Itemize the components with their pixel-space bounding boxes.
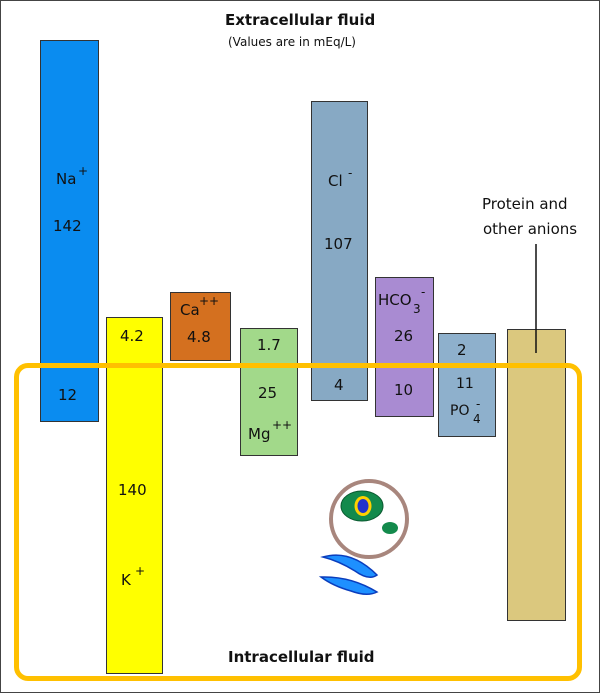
po4-icf-value: 11 xyxy=(456,376,474,392)
ca-bar xyxy=(170,292,231,361)
na-icf-value: 12 xyxy=(58,386,78,404)
k-ecf-value: 4.2 xyxy=(120,327,144,345)
mg-symbol: Mg xyxy=(248,425,271,443)
icf-title: Intracellular fluid xyxy=(228,648,375,666)
cl-ecf-value: 107 xyxy=(324,235,353,253)
cl-icf-value: 4 xyxy=(334,376,344,394)
hco3-subscript: 3 xyxy=(413,302,421,316)
nucleolus-icon xyxy=(357,499,369,513)
po4-charge: - xyxy=(476,397,481,411)
na-bar xyxy=(40,40,99,422)
po4-symbol: PO xyxy=(450,403,470,419)
ecf-title: Extracellular fluid xyxy=(225,11,376,29)
er-membrane-upper-icon xyxy=(320,554,379,578)
protein-bar xyxy=(507,329,566,621)
protein-label-line1: Protein and xyxy=(482,195,568,213)
mg-bar xyxy=(240,328,298,456)
hco3-symbol: HCO xyxy=(378,291,412,309)
k-bar xyxy=(106,317,163,674)
hco3-bar xyxy=(375,277,434,417)
cl-symbol: Cl xyxy=(328,172,343,190)
po4-bar xyxy=(438,333,496,437)
cl-bar xyxy=(311,101,368,401)
mg-icf-value: 25 xyxy=(258,384,278,402)
cl-charge: - xyxy=(348,166,353,180)
k-symbol: K xyxy=(121,571,131,589)
hco3-icf-value: 10 xyxy=(394,381,414,399)
mg-charge: ++ xyxy=(272,418,293,432)
na-ecf-value: 142 xyxy=(53,217,82,235)
hco3-ecf-value: 26 xyxy=(394,327,414,345)
na-symbol: Na xyxy=(56,170,77,188)
na-charge: + xyxy=(78,164,89,178)
cell-membrane-outline xyxy=(14,363,582,681)
protein-label-line2: other anions xyxy=(483,220,578,238)
hco3-charge: - xyxy=(421,285,426,299)
po4-subscript: 4 xyxy=(473,412,481,426)
vesicle-icon xyxy=(382,522,398,534)
ca-symbol: Ca xyxy=(180,301,200,319)
po4-ecf-value: 2 xyxy=(457,341,467,359)
k-icf-value: 140 xyxy=(118,481,147,499)
k-charge: + xyxy=(135,564,146,578)
mg-ecf-value: 1.7 xyxy=(257,336,281,354)
ca-ecf-value: 4.8 xyxy=(187,328,211,346)
cell-organelle-icon xyxy=(318,479,409,595)
units-note: (Values are in mEq/L) xyxy=(228,35,356,49)
ca-charge: ++ xyxy=(199,294,220,308)
er-membrane-lower-icon xyxy=(318,576,379,595)
